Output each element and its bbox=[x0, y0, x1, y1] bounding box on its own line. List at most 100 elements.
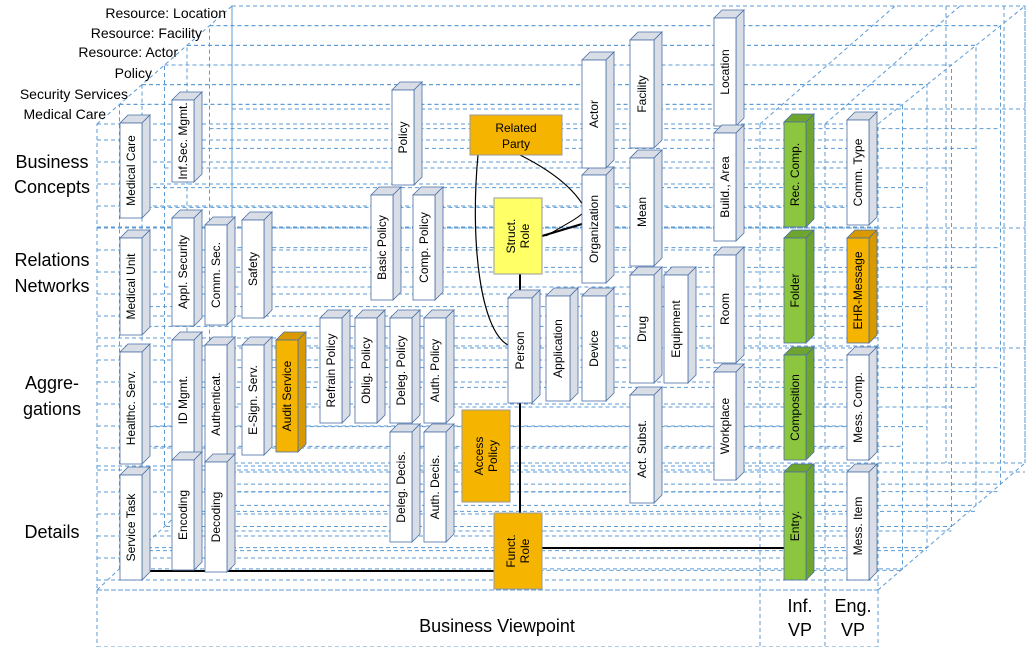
bar-front-face bbox=[119, 122, 143, 219]
component-label: Rec. Comp. bbox=[788, 143, 802, 206]
component-label: Organization bbox=[587, 195, 601, 263]
component-auth-decis: Auth. Decis. bbox=[423, 423, 455, 543]
row-label-aggregations-1: Aggre- bbox=[25, 373, 79, 393]
bar-front-face bbox=[241, 344, 265, 456]
connector-related-party-person bbox=[474, 154, 509, 346]
bar-side-face bbox=[413, 81, 423, 186]
component-mean: Mean bbox=[629, 149, 663, 267]
bar-front-face bbox=[846, 354, 870, 461]
bar-side-face bbox=[735, 363, 745, 481]
component-inf-sec-mgmt: Inf.Sec. Mgmt. bbox=[171, 91, 203, 183]
component-organization: Organization bbox=[581, 166, 615, 284]
component-label: Auth. Decis. bbox=[428, 455, 442, 520]
connector-struct-role-organization bbox=[541, 223, 583, 237]
component-label: Policy bbox=[396, 121, 410, 153]
bar-front-face bbox=[629, 274, 655, 384]
component-rec-comp: Rec. Comp. bbox=[783, 113, 815, 228]
component-label: Mean bbox=[635, 197, 649, 227]
bar-front-face bbox=[663, 274, 689, 384]
bar-front-face bbox=[629, 39, 655, 149]
bar-front-face bbox=[119, 474, 143, 581]
bar-front-face bbox=[783, 121, 807, 228]
component-label: ID Mgmt. bbox=[176, 376, 190, 425]
component-label: Person bbox=[513, 331, 527, 369]
component-label: Composition bbox=[788, 374, 802, 441]
depth-edge bbox=[877, 462, 1026, 591]
box-face bbox=[469, 114, 563, 156]
viewpoint-depth-edge bbox=[824, 5, 961, 125]
component-comm-type: Comm. Type bbox=[846, 111, 878, 226]
component-label: Room bbox=[718, 293, 732, 325]
bar-front-face bbox=[412, 194, 436, 301]
component-label: Medical Unit bbox=[124, 253, 138, 320]
component-deleg-decis: Deleg. Decis. bbox=[389, 423, 421, 543]
bar-side-face bbox=[434, 186, 444, 301]
bar-side-face bbox=[193, 451, 203, 571]
component-folder: Folder bbox=[783, 229, 815, 344]
depth-label-medical-care: Medical Care bbox=[24, 106, 107, 122]
bar-side-face bbox=[805, 229, 815, 344]
bar-front-face bbox=[846, 471, 870, 581]
bar-front-face bbox=[423, 431, 447, 543]
component-device: Device bbox=[581, 287, 615, 402]
depth-label-facility: Resource: Facility bbox=[91, 25, 202, 41]
component-label: Location bbox=[718, 49, 732, 94]
component-mess-item: Mess. Item bbox=[846, 463, 878, 581]
bar-side-face bbox=[569, 287, 579, 402]
bar-side-face bbox=[735, 9, 745, 127]
component-access-policy: AccessPolicy bbox=[461, 409, 511, 503]
bar-front-face bbox=[713, 132, 737, 242]
depth-labels: Resource: Location Resource: Facility Re… bbox=[20, 5, 226, 122]
component-basic-policy: Basic Policy bbox=[370, 186, 402, 301]
bar-side-face bbox=[653, 266, 663, 384]
row-label-aggregations-2: gations bbox=[23, 399, 81, 419]
component-e-sign-serv: E-Sign. Serv. bbox=[241, 336, 273, 456]
bar-side-face bbox=[193, 331, 203, 461]
component-label: Service Task bbox=[124, 493, 138, 562]
bar-front-face bbox=[581, 295, 607, 402]
component-label: Audit Service bbox=[280, 360, 294, 431]
bar-front-face bbox=[204, 461, 228, 573]
box-face bbox=[493, 197, 543, 275]
component-struct-role: Struct.Role bbox=[493, 197, 543, 275]
bar-side-face bbox=[141, 114, 151, 219]
bar-side-face bbox=[868, 229, 878, 344]
component-label: Device bbox=[587, 330, 601, 367]
bar-side-face bbox=[226, 336, 236, 464]
bar-side-face bbox=[297, 331, 307, 453]
component-label: Comm. Type bbox=[851, 138, 865, 206]
component-facility: Facility bbox=[629, 31, 663, 149]
component-label: Act. Subst. bbox=[635, 420, 649, 478]
bar-side-face bbox=[653, 149, 663, 267]
component-audit-service: Audit Service bbox=[275, 331, 307, 453]
bar-front-face bbox=[581, 174, 607, 284]
row-label-relations-networks-1: Relations bbox=[14, 250, 89, 270]
bar-front-face bbox=[354, 317, 378, 424]
component-label: Deleg. Decis. bbox=[394, 451, 408, 522]
bar-front-face bbox=[783, 237, 807, 344]
row-label-relations-networks-2: Networks bbox=[14, 276, 89, 296]
bar-front-face bbox=[846, 237, 870, 344]
bar-front-face bbox=[629, 394, 655, 504]
component-deleg-policy: Deleg. Policy bbox=[389, 309, 421, 424]
bar-front-face bbox=[423, 317, 447, 424]
bar-side-face bbox=[653, 386, 663, 504]
component-decoding: Decoding bbox=[204, 453, 236, 573]
bar-front-face bbox=[545, 295, 571, 402]
bar-front-face bbox=[119, 237, 143, 336]
component-label: Folder bbox=[788, 273, 802, 307]
row-label-business-concepts-1: Business bbox=[15, 152, 88, 172]
bar-front-face bbox=[389, 431, 413, 543]
component-label: Build., Area bbox=[718, 156, 732, 218]
bar-front-face bbox=[629, 157, 655, 267]
bar-front-face bbox=[507, 297, 533, 404]
bar-front-face bbox=[370, 194, 394, 301]
bar-front-face bbox=[391, 89, 415, 186]
bar-side-face bbox=[805, 346, 815, 461]
bar-side-face bbox=[445, 423, 455, 543]
bar-side-face bbox=[141, 229, 151, 336]
bar-side-face bbox=[411, 423, 421, 543]
component-build-area: Build., Area bbox=[713, 124, 745, 242]
